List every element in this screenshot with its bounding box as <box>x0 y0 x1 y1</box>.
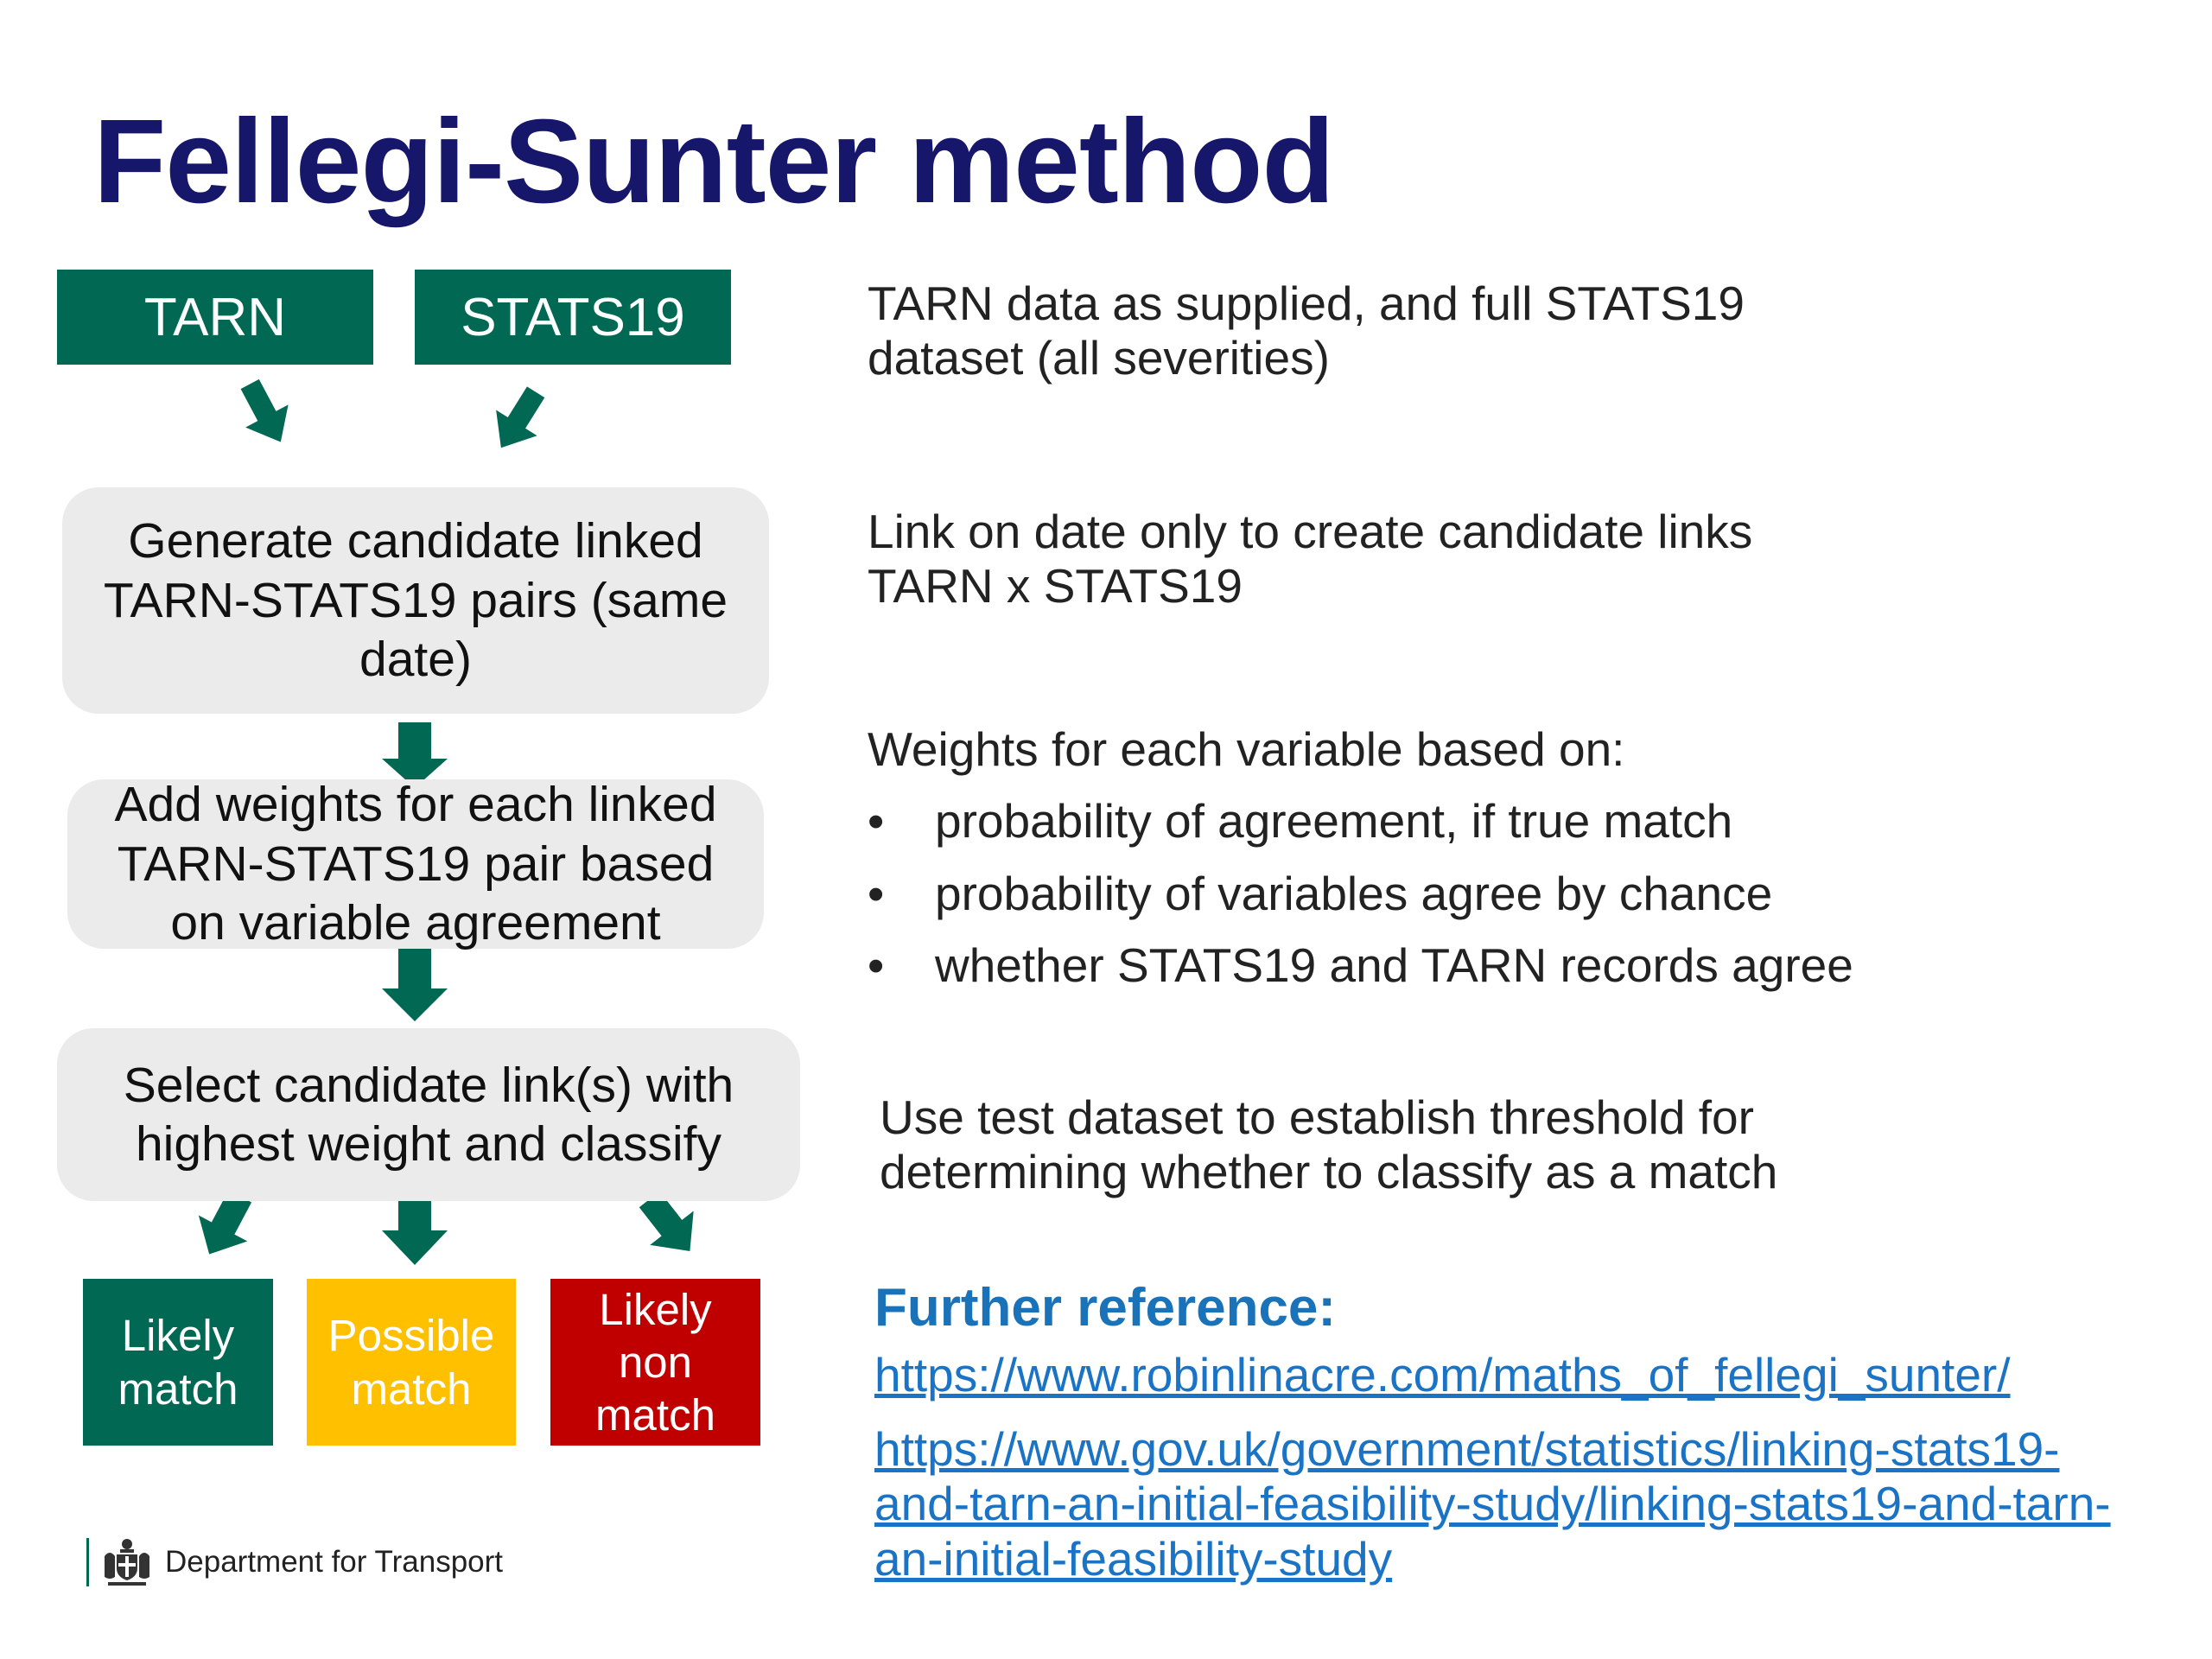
link-line[interactable]: an-initial-feasibility-study <box>874 1531 1393 1586</box>
logo-rule <box>86 1538 89 1586</box>
description-line: TARN x STATS19 <box>868 559 1243 613</box>
reference-heading: Further reference: <box>874 1278 1337 1338</box>
arrow-stats19-to-generate <box>496 386 545 448</box>
description-threshold: Use test dataset to establish threshold … <box>880 1090 1777 1200</box>
outcome-possible-match: Possible match <box>307 1279 516 1446</box>
step-line: on variable agreement <box>170 895 661 951</box>
description-weights: Weights for each variable based on: prob… <box>868 722 1853 993</box>
reference-link-gov-uk[interactable]: https://www.gov.uk/government/statistics… <box>874 1422 2111 1586</box>
bullet-item: probability of variables agree by chance <box>868 867 1853 922</box>
link-line[interactable]: and-tarn-an-initial-feasibility-study/li… <box>874 1477 2111 1531</box>
source-box-stats19: STATS19 <box>415 270 731 365</box>
outcome-line: Possible <box>327 1311 495 1361</box>
royal-crest-icon <box>105 1539 149 1586</box>
description-line: Use test dataset to establish threshold … <box>880 1090 1754 1144</box>
link-line[interactable]: https://www.robinlinacre.com/maths_of_fe… <box>874 1348 2011 1402</box>
step-add-weights: Add weights for each linked TARN-STATS19… <box>67 777 764 951</box>
link-line[interactable]: https://www.gov.uk/government/statistics… <box>874 1422 2060 1476</box>
description-line: determining whether to classify as a mat… <box>880 1145 1778 1199</box>
description-data: TARN data as supplied, and full STATS19 … <box>868 276 1745 386</box>
reference-link-robinlinacre[interactable]: https://www.robinlinacre.com/maths_of_fe… <box>874 1348 2011 1402</box>
step-line: TARN-STATS19 pair based <box>117 836 715 892</box>
outcome-line: match <box>595 1390 715 1440</box>
arrow-weights-to-select <box>382 949 448 1021</box>
step-generate-candidates: Generate candidate linked TARN-STATS19 p… <box>62 487 769 714</box>
step-line: TARN-STATS19 pairs (same <box>103 572 728 628</box>
weights-bullet-list: probability of agreement, if true match … <box>868 794 1853 993</box>
step-line: date) <box>359 632 472 688</box>
description-link: Link on date only to create candidate li… <box>868 505 1752 614</box>
outcome-line: match <box>118 1363 238 1414</box>
arrow-generate-to-weights <box>382 722 448 788</box>
step-line: Generate candidate linked <box>128 513 703 569</box>
description-line: Link on date only to create candidate li… <box>868 505 1753 558</box>
outcome-line: match <box>351 1363 472 1414</box>
outcome-line: Likely <box>599 1284 712 1334</box>
dft-logo: Department for Transport <box>86 1536 503 1588</box>
outcome-line: non <box>618 1337 693 1387</box>
outcome-likely-non-match: Likely non match <box>550 1279 760 1446</box>
source-box-tarn: TARN <box>57 270 373 365</box>
arrow-select-to-possible-match <box>382 1189 448 1265</box>
bullet-item: whether STATS19 and TARN records agree <box>868 938 1853 994</box>
outcome-line: Likely <box>121 1311 235 1361</box>
description-line: dataset (all severities) <box>868 331 1330 385</box>
arrow-tarn-to-generate <box>240 378 289 442</box>
organisation-name: Department for Transport <box>165 1545 503 1579</box>
step-line: highest weight and classify <box>135 1116 722 1172</box>
arrow-select-to-non-match <box>639 1191 694 1251</box>
bullet-item: probability of agreement, if true match <box>868 794 1853 849</box>
arrow-select-to-likely-match <box>198 1190 252 1255</box>
weights-intro: Weights for each variable based on: <box>868 722 1625 776</box>
slide-title: Fellegi-Sunter method <box>93 95 1335 228</box>
description-line: TARN data as supplied, and full STATS19 <box>868 276 1745 330</box>
step-line: Select candidate link(s) with <box>123 1057 734 1113</box>
outcome-likely-match: Likely match <box>83 1279 273 1446</box>
step-select-classify: Select candidate link(s) with highest we… <box>57 1028 800 1201</box>
step-line: Add weights for each linked <box>114 777 717 833</box>
